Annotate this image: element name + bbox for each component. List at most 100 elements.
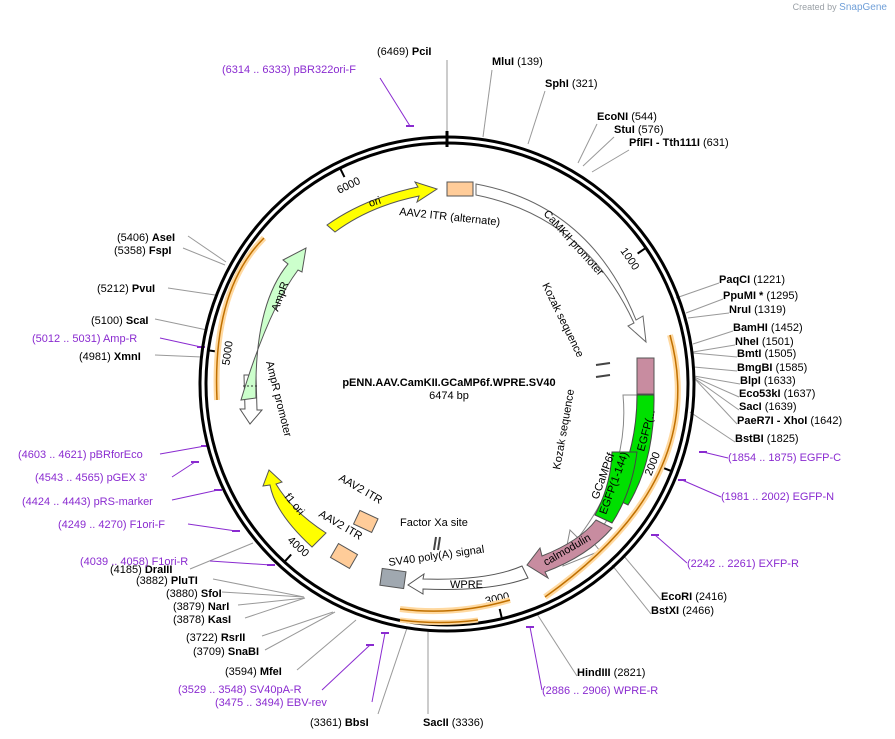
site-label-ecori[interactable]: EcoRI (2416) [661,591,727,603]
site-leader-bamhi [692,330,734,345]
site-name-paqci: PaqCI [719,274,750,286]
feature-label-ampr-promoter: AmpR promoter [263,360,294,439]
site-name-nhei: NheI [735,336,759,348]
plasmid-name: pENN.AAV.CamKII.GCaMP6f.WPRE.SV40 [342,377,555,389]
site-label-pluti[interactable]: (3882) PluTI [136,575,198,587]
primer-range-exfp-r: (2242 .. 2261) [687,558,756,570]
site-leader-mfei [296,619,357,671]
primer-label-wpre-r[interactable]: (2886 .. 2906) WPRE-R [542,685,658,697]
site-label-bstbi[interactable]: BstBI (1825) [735,433,799,445]
site-leader-kasi [244,597,306,619]
site-label-bbsi[interactable]: (3361) BbsI [310,717,369,729]
primer-label-ebv-rev[interactable]: (3475 .. 3494) EBV-rev [215,697,327,709]
primer-label-f1ori-f[interactable]: (4249 .. 4270) F1ori-F [58,519,165,531]
site-label-xmni[interactable]: (4981) XmnI [79,351,141,363]
site-name-econi: EcoNI [597,111,628,123]
feature-label-sv40-polya: SV40 poly(A) signal [388,544,485,569]
site-leader-nrui [687,312,730,319]
primer-label-sv40pa-r[interactable]: (3529 .. 3548) SV40pA-R [178,684,302,696]
primer-label-pbrforeco[interactable]: (4603 .. 4621) pBRforEco [18,449,143,461]
site-name-paer7i: PaeR7I [737,415,774,427]
primer-label-egfp-c[interactable]: (1854 .. 1875) EGFP-C [728,452,841,464]
feature-aav2-itr-alternate-box[interactable] [446,181,474,197]
site-label-blpi[interactable]: BlpI (1633) [740,375,796,387]
site-label-stui[interactable]: StuI (576) [614,124,664,136]
primer-leader-ebv-rev [371,632,386,703]
site-leader-econi [577,123,598,164]
feature-aav2-itr-box-2[interactable] [329,542,359,570]
feature-mcs-segment[interactable] [636,357,655,395]
site-label-nhei[interactable]: NheI (1501) [735,336,794,348]
site-label-paer7i[interactable]: PaeR7I - XhoI (1642) [737,415,842,427]
site-leader-fspi [182,247,226,266]
site-position-asei: (5406) [117,232,149,244]
primer-label-pgex-3[interactable]: (4543 .. 4565) pGEX 3' [35,472,147,484]
site-label-nari[interactable]: (3879) NarI [173,601,229,613]
site-label-sacii[interactable]: SacII (3336) [423,717,484,729]
site-label-pvui[interactable]: (5212) PvuI [97,283,155,295]
site-label-mlui[interactable]: MluI (139) [492,56,543,68]
feature-label-kozak-1: Kozak sequence [539,281,585,359]
primer-label-pbr322ori-f[interactable]: (6314 .. 6333) pBR322ori-F [222,64,356,76]
restriction-site-labels: (6469) PciI MluI (139)SphI (321) EcoNI (54… [79,46,842,729]
site-label-scai[interactable]: (5100) ScaI [91,315,149,327]
site-label-mfei[interactable]: (3594) MfeI [225,666,282,678]
feature-aav2-itr-box-1[interactable] [352,509,379,534]
site-label-sfoi[interactable]: (3880) SfoI [166,588,222,600]
site-label-bstxi[interactable]: BstXI (2466) [651,605,714,617]
site-label-kasi[interactable]: (3878) KasI [173,614,231,626]
site-label-ppumi[interactable]: PpuMI * (1295) [723,290,798,302]
site-label-econi[interactable]: EcoNI (544) [597,111,657,123]
site-label-eco53ki[interactable]: Eco53kI (1637) [739,388,815,400]
primer-range-prs-marker: (4424 .. 4443) [22,496,91,508]
site-position-scai: (5100) [91,315,123,327]
site-label-rsrii[interactable]: (3722) RsrII [186,632,245,644]
site-label-pflfi[interactable]: PflFI - Tth111I (631) [629,137,729,149]
feature-wpre-arrow[interactable] [407,565,529,595]
feature-ori-arrow[interactable] [326,181,439,233]
site-label-bamhi[interactable]: BamHI (1452) [733,322,803,334]
site-label-paqci[interactable]: PaqCI (1221) [719,274,785,286]
site-name-nrui: NruI [729,304,751,316]
primer-leader-pgex-3 [171,461,196,478]
site-leader-bstbi [689,411,736,443]
factor-xa-mark-b [437,536,441,551]
site-leader-draiii [189,542,254,570]
feature-ampr-arrow[interactable] [240,247,307,401]
feature-f1-ori-arrow[interactable] [262,469,327,548]
site-leader-bbsi [377,627,408,715]
site-extra-pflfi: - Tth111I [656,137,700,149]
site-label-sphi[interactable]: SphI (321) [545,78,598,90]
site-label-saci[interactable]: SacI (1639) [739,401,797,413]
feature-egfp-1-144-arrow[interactable] [594,451,638,524]
feature-camkii-promoter-arrow[interactable] [475,183,647,344]
primer-label-egfp-n[interactable]: (1981 .. 2002) EGFP-N [721,491,834,503]
site-label-draiii[interactable]: (4185) DraIII [110,564,172,576]
site-name-pflfi: PflFI [629,137,653,149]
feature-label-wpre: WPRE [450,579,483,591]
site-label-bmgbi[interactable]: BmgBI (1585) [737,362,807,374]
site-label-fspi[interactable]: (5358) FspI [114,245,171,257]
site-position-bbsi: (3361) [310,717,342,729]
site-label-bmti[interactable]: BmtI (1505) [737,348,796,360]
primer-label-prs-marker[interactable]: (4424 .. 4443) pRS-marker [22,496,153,508]
orange-span-arcs [213,235,681,625]
feature-calmodulin-arrow[interactable] [526,519,613,580]
site-label-hindiii[interactable]: HindIII (2821) [577,667,645,679]
site-label-nrui[interactable]: NruI (1319) [729,304,786,316]
site-label-pcii[interactable]: (6469) PciI [377,46,431,58]
site-name-bmti: BmtI [737,348,761,360]
primer-label-exfp-r[interactable]: (2242 .. 2261) EXFP-R [687,558,799,570]
site-leader-mlui [482,69,493,138]
primer-label-f1ori-r[interactable]: (4039 .. 4058) F1ori-R [80,556,188,568]
primer-label-amp-r[interactable]: (5012 .. 5031) Amp-R [32,333,137,345]
site-name-bstxi: BstXI [651,605,679,617]
site-name-hindiii: HindIII [577,667,611,679]
site-position-nari: (3879) [173,601,205,613]
site-position-sfoi: (3880) [166,588,198,600]
site-label-snabi[interactable]: (3709) SnaBI [193,646,259,658]
site-label-asei[interactable]: (5406) AseI [117,232,175,244]
feature-sv40-polya-box[interactable] [379,567,407,590]
primer-labels: (6314 .. 6333) pBR322ori-F (1854 .. 1875)… [18,64,841,709]
site-leader-bmgbi [693,366,738,372]
